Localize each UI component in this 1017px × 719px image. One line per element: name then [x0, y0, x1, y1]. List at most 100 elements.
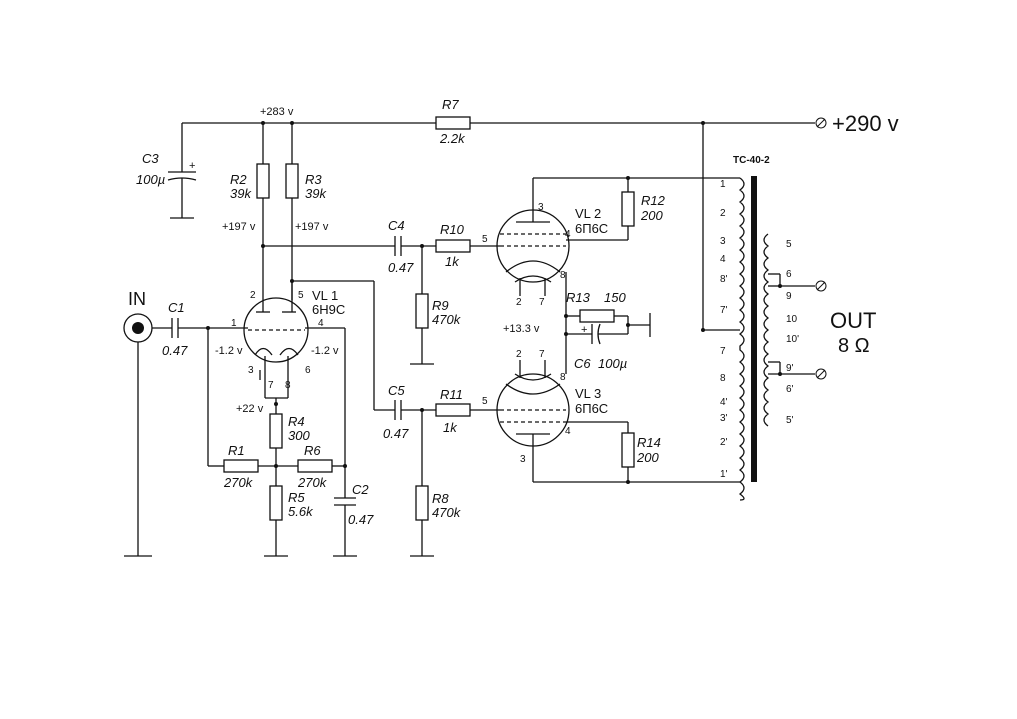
c2-value: 0.47 — [348, 512, 374, 527]
r14-ref: R14 — [637, 435, 661, 450]
tap-s10p: 10' — [786, 334, 799, 345]
resistor-r4: R4 300 — [269, 413, 310, 466]
tap-p4p: 4' — [720, 397, 728, 408]
resistor-r13: R13 150 — [566, 290, 626, 323]
node-197v-b: +197 v — [295, 221, 329, 233]
tap-p8p: 8' — [720, 274, 728, 285]
resistor-r12: R12 200 — [621, 178, 666, 240]
r11-ref: R11 — [440, 387, 463, 402]
bias-a-label: -1.2 v — [215, 345, 243, 357]
c1-value: 0.47 — [162, 343, 188, 358]
c5-value: 0.47 — [383, 426, 409, 441]
vl3-pin2: 2 — [516, 349, 522, 360]
tap-p7p: 7' — [720, 305, 728, 316]
vl3-pin4: 4 — [565, 426, 571, 437]
tap-p4: 4 — [720, 254, 726, 265]
resistor-r10: R10 1k — [435, 222, 471, 269]
r6-value: 270k — [297, 475, 328, 490]
output-label: OUT — [830, 308, 876, 333]
resistor-r6: R6 270k — [297, 443, 333, 490]
bias-b-label: -1.2 v — [311, 345, 339, 357]
tap-s6: 6 — [786, 269, 792, 280]
vl1-type: 6Н9С — [312, 302, 345, 317]
output-transformer: TC-40-2 — [701, 123, 827, 501]
node-22v-label: +22 v — [236, 403, 264, 415]
r10-value: 1k — [445, 254, 460, 269]
r14-value: 200 — [636, 450, 659, 465]
r4-value: 300 — [288, 428, 310, 443]
vl3-ref: VL 3 — [575, 386, 601, 401]
resistor-r8: R8 470k — [410, 410, 462, 557]
vl3-pin8: 8 — [560, 372, 566, 383]
r7-ref: R7 — [442, 97, 459, 112]
primary-tap-labels: 1 2 3 4 8' 7' 7 8 4' 3' 2' 1' — [720, 179, 728, 480]
r3-ref: R3 — [305, 172, 322, 187]
secondary-tap-labels: 5 6 9 10 10' 9' 6' 5' — [786, 239, 799, 426]
resistor-r9: R9 470k — [410, 246, 462, 365]
tap-p2: 2 — [720, 208, 726, 219]
c4-value: 0.47 — [388, 260, 414, 275]
capacitor-c3: + C3 100µ — [136, 123, 197, 219]
resistor-r3: R3 39k — [285, 123, 327, 300]
tap-p7: 7 — [720, 346, 726, 357]
capacitor-c5: C5 0.47 — [383, 383, 409, 441]
output-impedance: 8 Ω — [838, 335, 870, 357]
resistor-r7: R7 2.2k — [435, 97, 471, 146]
c2-ref: C2 — [352, 482, 369, 497]
vl2-pin4: 4 — [565, 229, 571, 240]
vl3-pin3: 3 — [520, 454, 526, 465]
transformer-ref: TC-40-2 — [733, 155, 770, 166]
r12-value: 200 — [640, 208, 663, 223]
c6-plus: + — [581, 324, 587, 336]
r2-ref: R2 — [230, 172, 247, 187]
c6-value: 100µ — [598, 356, 627, 371]
node-197v-a: +197 v — [222, 221, 256, 233]
supply-rail — [182, 117, 827, 129]
vl2-pin7: 7 — [539, 297, 545, 308]
tap-p8: 8 — [720, 373, 726, 384]
vl1-pin3: 3 — [248, 365, 254, 376]
r11-value: 1k — [443, 420, 458, 435]
node-13v-label: +13.3 v — [503, 323, 540, 335]
r7-value: 2.2k — [439, 131, 466, 146]
resistor-r11: R11 1k — [435, 387, 471, 435]
vl2-pin2: 2 — [516, 297, 522, 308]
capacitor-c2: C2 0.47 — [333, 482, 374, 557]
c4-ref: C4 — [388, 218, 405, 233]
c1-ref: C1 — [168, 300, 185, 315]
vl1-pin7: 7 — [268, 380, 274, 391]
tap-s5p: 5' — [786, 415, 794, 426]
tap-s6p: 6' — [786, 384, 794, 395]
tap-p2p: 2' — [720, 437, 728, 448]
r4-ref: R4 — [288, 414, 305, 429]
node-283v-label: +283 v — [260, 106, 294, 118]
r9-ref: R9 — [432, 298, 449, 313]
tap-s9p: 9' — [786, 363, 794, 374]
r1-ref: R1 — [228, 443, 245, 458]
tap-s5: 5 — [786, 239, 792, 250]
r5-value: 5.6k — [288, 504, 314, 519]
vl3-pin7: 7 — [539, 349, 545, 360]
r6-ref: R6 — [304, 443, 321, 458]
vl1-pin8: 8 — [285, 380, 291, 391]
r13-value: 150 — [604, 290, 626, 305]
tap-p1p: 1' — [720, 469, 728, 480]
input-jack — [123, 313, 153, 557]
capacitor-c4: C4 0.47 — [388, 218, 414, 275]
c3-plus: + — [189, 160, 195, 172]
r3-value: 39k — [305, 186, 327, 201]
r13-ref: R13 — [566, 290, 591, 305]
tap-s10: 10 — [786, 314, 798, 325]
vl2-pin5: 5 — [482, 234, 488, 245]
tap-s9: 9 — [786, 291, 792, 302]
vl2-pin8: 8 — [560, 270, 566, 281]
vl2-pin3: 3 — [538, 202, 544, 213]
r9-value: 470k — [432, 312, 462, 327]
vl1-pin4: 4 — [318, 318, 324, 329]
vl1-ref: VL 1 — [312, 288, 338, 303]
tap-p3p: 3' — [720, 413, 728, 424]
r2-value: 39k — [230, 186, 252, 201]
c3-ref: C3 — [142, 151, 159, 166]
resistor-r14: R14 200 — [621, 422, 661, 482]
r5-ref: R5 — [288, 490, 305, 505]
